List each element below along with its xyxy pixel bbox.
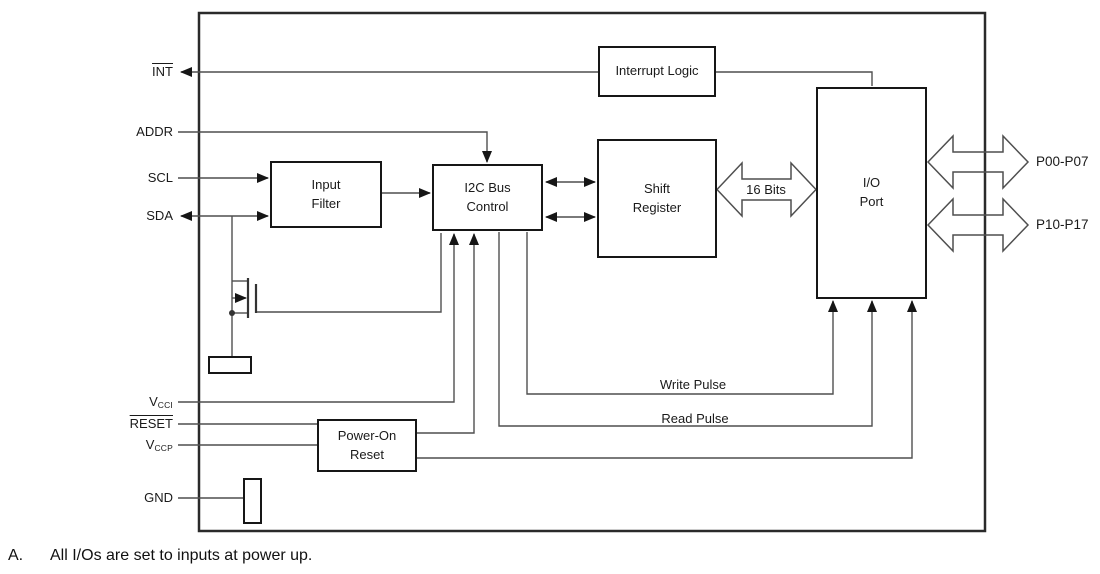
device-boundary [197,11,987,533]
io-port-label-line2: Port [859,194,884,209]
pin-label-scl: SCL [147,170,173,185]
gnd-pad-box [243,478,262,524]
interrupt-to-ioport-line [716,71,873,86]
shift-register-label-line2: Register [632,199,682,215]
power-on-reset-label-line1: Power-On [337,427,397,443]
mosfet-gate-line [256,233,442,313]
pin-label-reset: RESET [129,416,173,431]
read-pulse-label: Read Pulse [661,411,729,426]
shift-register-label-line1: Shift [643,180,670,196]
input-filter-label-line1: Input [311,176,341,192]
pin-label-vccp: VCCP [145,437,173,453]
addr-line [178,131,492,163]
i2c-bus-control-block: I2C Bus Control [432,164,543,231]
port-label-p10-p17: P10-P17 [1036,217,1089,232]
vcci-line [178,233,459,403]
power-on-reset-block: Power-On Reset [317,419,417,472]
read-pulse-line [498,232,877,427]
por-to-i2c-line [416,233,479,434]
junction-dot [229,310,235,316]
power-on-reset-label-line2: Reset [350,446,384,462]
port0-bidir-arrow [926,134,1030,190]
bus-width-label: 16 Bits [744,182,788,197]
pin-label-int: INT [152,64,173,79]
io-port-block: I/O Port [816,87,927,299]
input-filter-block: Input Filter [270,161,382,228]
i2c-bus-control-label-line1: I2C Bus [464,179,511,195]
write-pulse-label: Write Pulse [659,377,727,392]
shift-register-block: Shift Register [597,139,717,258]
interrupt-logic-block: Interrupt Logic [598,46,716,97]
port1-bidir-arrow [926,197,1030,253]
footnote-text: All I/Os are set to inputs at power up. [50,547,313,564]
pin-label-gnd: GND [144,490,173,505]
write-pulse-line [526,232,838,395]
io-port-label-line1: I/O [862,175,881,191]
port-label-p00-p07: P00-P07 [1036,154,1089,169]
input-filter-label-line2: Filter [311,195,341,211]
substrate-pad-box [208,356,252,374]
i2c-bus-control-label-line2: Control [466,198,509,214]
pin-label-sda: SDA [146,208,173,223]
mosfet-symbol [246,278,258,318]
pin-label-vcci: VCCI [149,394,173,410]
por-to-ioport-line [416,300,917,459]
interrupt-logic-label: Interrupt Logic [615,63,699,79]
footnote: A. All I/Os are set to inputs at power up… [8,546,312,566]
footnote-marker: A. [8,547,24,564]
pin-label-addr: ADDR [136,124,173,139]
